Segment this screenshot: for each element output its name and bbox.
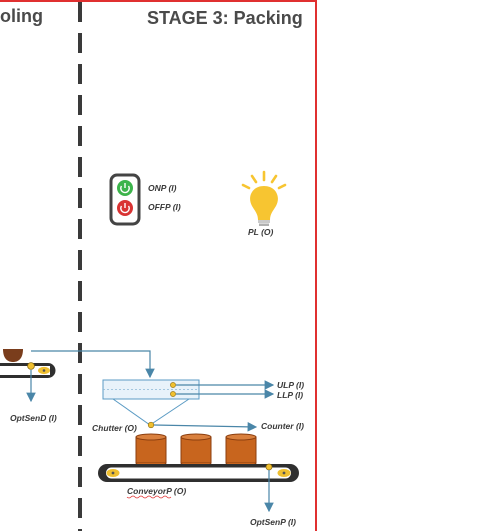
- previous-conveyor: [0, 363, 56, 378]
- chutter-label: Chutter (O): [92, 423, 137, 433]
- stage-frame: [0, 0, 317, 531]
- light-bulb-icon: [241, 170, 287, 226]
- ulp-label: ULP (I): [277, 380, 305, 390]
- counter-line: [153, 422, 258, 432]
- bowl-icon: [3, 349, 23, 362]
- optsend-label: OptSenD (I): [10, 413, 57, 423]
- offp-label: OFFP (I): [148, 202, 181, 212]
- llp-sensor: [170, 389, 275, 399]
- barrel: [225, 433, 257, 467]
- previous-stage-title: oling: [0, 6, 43, 26]
- barrel: [180, 433, 212, 467]
- power-on-icon[interactable]: [117, 180, 133, 196]
- optsenp-label: OptSenP (I): [250, 517, 296, 527]
- llp-label: LLP (I): [277, 390, 304, 400]
- power-off-icon[interactable]: [117, 200, 133, 216]
- feed-line: [31, 350, 155, 379]
- spellcheck-underline: [126, 495, 172, 499]
- conveyorp-label: ConveyorP (O): [127, 486, 187, 496]
- level-box: [102, 379, 200, 426]
- counter-label: Counter (I): [261, 421, 304, 431]
- onp-label: ONP (I): [148, 183, 177, 193]
- barrel: [135, 433, 167, 467]
- ulp-sensor: [170, 380, 275, 390]
- control-panel: [109, 173, 141, 226]
- stage-title: STAGE 3: Packing: [147, 8, 303, 28]
- optsenp-sensor: [264, 463, 274, 513]
- optsend-sensor: [26, 362, 36, 403]
- packing-conveyor: [98, 464, 299, 482]
- chutter-valve: [147, 421, 155, 429]
- pl-label: PL (O): [248, 227, 274, 237]
